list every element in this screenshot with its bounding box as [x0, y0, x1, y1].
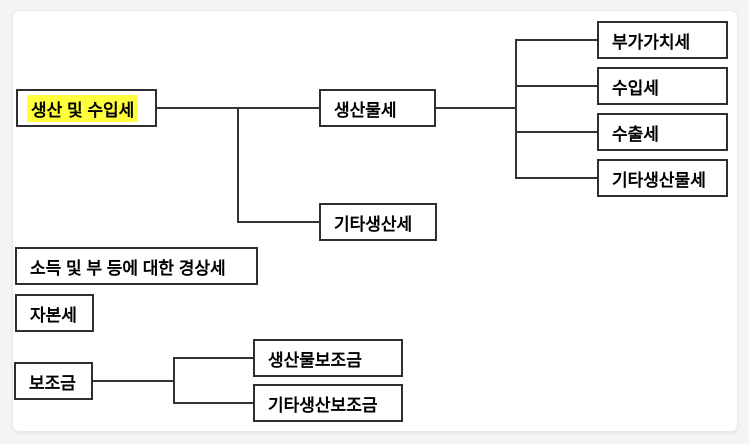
node-production-import-tax: 생산 및 수입세 [16, 89, 157, 127]
node-label-value-added-tax: 부가가치세 [612, 32, 691, 52]
node-label-capital-tax: 자본세 [30, 305, 77, 325]
node-label-other-production-tax: 기타생산세 [334, 214, 413, 234]
connector-to-export-tax [515, 131, 597, 133]
node-other-production-subsidy: 기타생산보조금 [253, 384, 403, 422]
node-label-product-tax: 생산물세 [334, 100, 397, 120]
connector-to-other-production-subsidy [173, 402, 253, 404]
connector-to-product-subsidy [173, 357, 253, 359]
connector-root-branch-vertical [237, 107, 239, 223]
node-label-export-tax: 수출세 [612, 124, 659, 144]
node-label-current-tax-on-income-wealth: 소득 및 부 등에 대한 경상세 [30, 258, 226, 278]
node-import-tax: 수입세 [597, 67, 728, 105]
node-product-subsidy: 생산물보조금 [253, 339, 403, 377]
connector-to-value-added-tax [515, 39, 597, 41]
node-label-production-import-tax: 생산 및 수입세 [27, 94, 139, 122]
node-label-subsidy: 보조금 [29, 373, 76, 393]
connector-to-import-tax [515, 85, 597, 87]
connector-product-tax-feed [436, 107, 516, 109]
node-label-other-production-subsidy: 기타생산보조금 [268, 395, 378, 415]
node-other-product-tax: 기타생산물세 [597, 159, 728, 197]
node-label-product-subsidy: 생산물보조금 [268, 350, 362, 370]
connector-product-tax-branch-vertical [515, 39, 517, 179]
connector-to-other-product-tax [515, 177, 597, 179]
node-product-tax: 생산물세 [319, 89, 436, 127]
connector-root-to-other-production-tax [237, 221, 319, 223]
node-label-import-tax: 수입세 [612, 78, 659, 98]
node-current-tax-on-income-wealth: 소득 및 부 등에 대한 경상세 [15, 247, 258, 285]
node-subsidy: 보조금 [14, 362, 93, 400]
connector-subsidy-feed [93, 380, 174, 382]
node-label-other-product-tax: 기타생산물세 [612, 170, 706, 190]
node-other-production-tax: 기타생산세 [319, 203, 437, 241]
node-export-tax: 수출세 [597, 113, 728, 151]
node-capital-tax: 자본세 [15, 294, 94, 332]
connector-subsidy-branch-vertical [173, 357, 175, 404]
node-value-added-tax: 부가가치세 [597, 21, 728, 59]
